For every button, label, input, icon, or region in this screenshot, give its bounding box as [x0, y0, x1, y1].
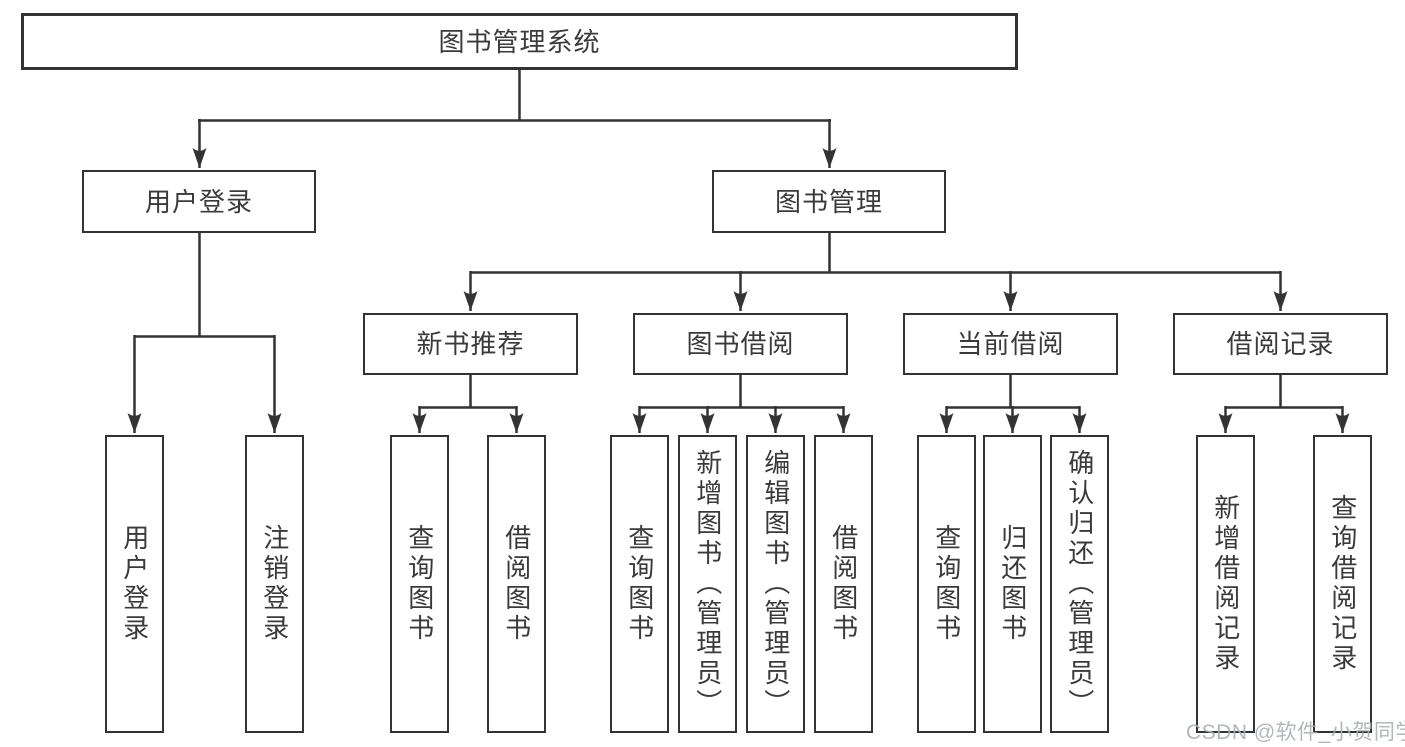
node-label: 用户登录 [144, 186, 253, 217]
node-label: 确认归还（管理员） [1064, 449, 1095, 719]
node-query-books-recommend: 查询图书 [390, 435, 449, 733]
node-query-books-borrowing: 查询图书 [610, 435, 669, 733]
node-user-login: 用户登录 [82, 170, 316, 233]
node-label: 用户登录 [119, 524, 150, 644]
node-label: 图书管理 [774, 186, 883, 217]
node-label: 图书借阅 [686, 329, 795, 359]
node-borrowing-records: 借阅记录 [1173, 313, 1388, 375]
node-add-book-admin: 新增图书（管理员） [678, 435, 737, 733]
node-book-borrowing: 图书借阅 [633, 313, 848, 375]
node-confirm-return-admin: 确认归还（管理员） [1050, 435, 1109, 733]
node-label: 当前借阅 [956, 329, 1065, 359]
node-label: 查询图书 [624, 524, 655, 644]
node-label: 查询图书 [931, 524, 962, 644]
node-label: 新增图书（管理员） [692, 449, 723, 719]
node-label: 新增借阅记录 [1210, 494, 1241, 674]
node-label: 新书推荐 [416, 329, 525, 359]
node-label: 借阅图书 [828, 524, 859, 644]
node-label: 编辑图书（管理员） [760, 449, 791, 719]
node-library-management-system: 图书管理系统 [21, 13, 1018, 70]
node-label: 借阅图书 [501, 524, 532, 644]
node-borrow-books-borrowing: 借阅图书 [814, 435, 873, 733]
csdn-watermark: CSDN @软件_小贺同学 [1186, 721, 1405, 744]
node-query-books-current: 查询图书 [917, 435, 976, 733]
node-add-borrow-record: 新增借阅记录 [1196, 435, 1255, 733]
node-logout: 注销登录 [245, 435, 304, 733]
node-label: 查询借阅记录 [1327, 494, 1358, 674]
node-borrow-books-recommend: 借阅图书 [487, 435, 546, 733]
node-label: 图书管理系统 [438, 26, 601, 57]
node-book-management: 图书管理 [712, 170, 946, 233]
node-user-login-leaf: 用户登录 [105, 435, 164, 733]
node-query-borrow-record: 查询借阅记录 [1313, 435, 1372, 733]
node-label: 借阅记录 [1226, 329, 1335, 359]
node-current-borrowing: 当前借阅 [903, 313, 1118, 375]
node-edit-book-admin: 编辑图书（管理员） [746, 435, 805, 733]
node-label: 注销登录 [259, 524, 290, 644]
node-label: 归还图书 [997, 524, 1028, 644]
node-return-books: 归还图书 [983, 435, 1042, 733]
node-new-book-recommend: 新书推荐 [363, 313, 578, 375]
node-label: 查询图书 [404, 524, 435, 644]
